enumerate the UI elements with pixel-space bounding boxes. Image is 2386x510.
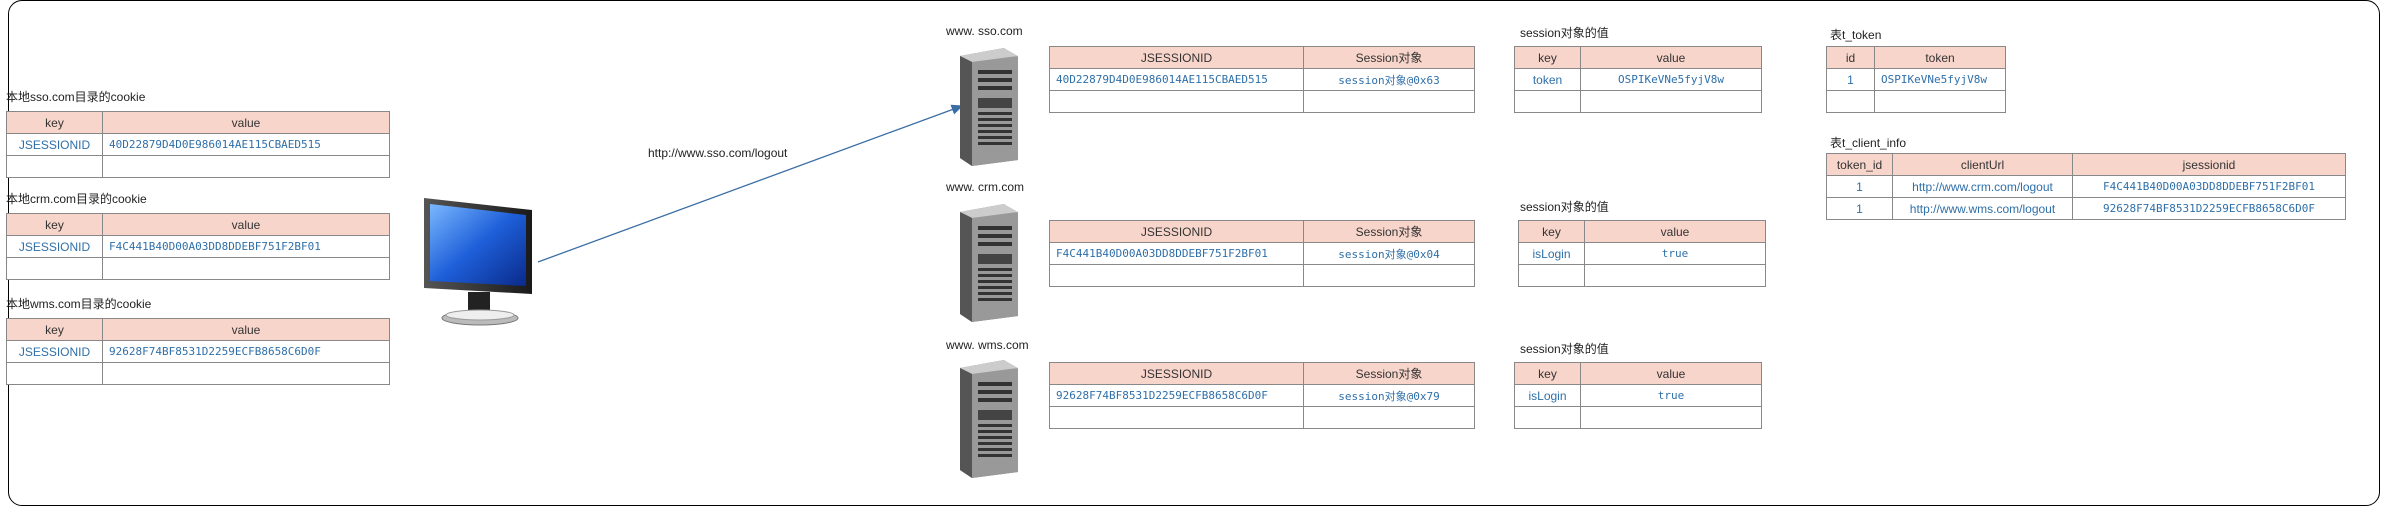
server-icon — [958, 46, 1020, 171]
value-title-sso: session对象的值 — [1520, 26, 1609, 40]
session-id: 92628F74BF8531D2259ECFB8658C6D0F — [1049, 384, 1304, 407]
header-jsessionid: jsessionid — [2072, 153, 2346, 176]
header-value: value — [1580, 46, 1762, 69]
empty-cell — [102, 257, 390, 280]
header-value: value — [102, 213, 390, 236]
session-id: 40D22879D4D0E986014AE115CBAED515 — [1049, 68, 1304, 91]
t-client-info-table: token_id clientUrl jsessionid 1 http://w… — [1826, 153, 2346, 220]
header-session: Session对象 — [1303, 362, 1475, 385]
server-icon — [958, 202, 1020, 327]
client-url-cell: http://www.crm.com/logout — [1892, 175, 2073, 198]
table-row: 1 http://www.crm.com/logout F4C441B40D00… — [1826, 175, 2346, 198]
host-wms: www. wms.com — [946, 338, 1029, 352]
cookie-key: JSESSIONID — [6, 235, 103, 258]
host-sso: www. sso.com — [946, 24, 1023, 38]
header-value: value — [1584, 220, 1766, 243]
cookie-value: F4C441B40D00A03DD8DDEBF751F2BF01 — [102, 235, 390, 258]
header-key: key — [1514, 362, 1581, 385]
header-key: key — [6, 318, 103, 341]
token-value: OSPIKeVNe5fyjV8w — [1874, 68, 2006, 91]
token-id-cell: 1 — [1826, 197, 1893, 220]
header-id: id — [1826, 46, 1875, 69]
empty-cell — [1514, 90, 1581, 113]
empty-cell — [1826, 90, 1875, 113]
value-value: true — [1584, 242, 1766, 265]
empty-cell — [1580, 406, 1762, 429]
empty-cell — [102, 362, 390, 385]
empty-cell — [1303, 90, 1475, 113]
token-id-cell: 1 — [1826, 175, 1893, 198]
header-session: Session对象 — [1303, 46, 1475, 69]
session-object: session对象@0x04 — [1303, 242, 1475, 265]
cookie-title-sso: 本地sso.com目录的cookie — [6, 90, 146, 104]
empty-cell — [1049, 264, 1304, 287]
session-object: session对象@0x79 — [1303, 384, 1475, 407]
t-token-title: 表t_token — [1830, 28, 1882, 42]
session-id: F4C441B40D00A03DD8DDEBF751F2BF01 — [1049, 242, 1304, 265]
value-title-crm: session对象的值 — [1520, 200, 1609, 214]
empty-cell — [6, 155, 103, 178]
value-value: OSPIKeVNe5fyjV8w — [1580, 68, 1762, 91]
cookie-value: 92628F74BF8531D2259ECFB8658C6D0F — [102, 340, 390, 363]
empty-cell — [6, 257, 103, 280]
empty-cell — [1584, 264, 1766, 287]
server-icon — [958, 358, 1020, 483]
token-id: 1 — [1826, 68, 1875, 91]
header-jsessionid: JSESSIONID — [1049, 362, 1304, 385]
header-value: value — [1580, 362, 1762, 385]
empty-cell — [1303, 406, 1475, 429]
t-client-info-title: 表t_client_info — [1830, 136, 1907, 150]
empty-cell — [1303, 264, 1475, 287]
value-key: token — [1514, 68, 1581, 91]
empty-cell — [1514, 406, 1581, 429]
header-token-id: token_id — [1826, 153, 1893, 176]
jsessionid-cell: F4C441B40D00A03DD8DDEBF751F2BF01 — [2072, 175, 2346, 198]
host-crm: www. crm.com — [946, 180, 1024, 194]
table-row: 1 http://www.wms.com/logout 92628F74BF85… — [1826, 197, 2346, 220]
header-client-url: clientUrl — [1892, 153, 2073, 176]
empty-cell — [1580, 90, 1762, 113]
header-key: key — [1514, 46, 1581, 69]
empty-cell — [1874, 90, 2006, 113]
header-session: Session对象 — [1303, 220, 1475, 243]
empty-cell — [1049, 406, 1304, 429]
value-value: true — [1580, 384, 1762, 407]
header-value: value — [102, 318, 390, 341]
header-key: key — [6, 213, 103, 236]
header-token: token — [1874, 46, 2006, 69]
edge-label: http://www.sso.com/logout — [648, 146, 788, 160]
header-jsessionid: JSESSIONID — [1049, 220, 1304, 243]
empty-cell — [102, 155, 390, 178]
empty-cell — [1518, 264, 1585, 287]
session-object: session对象@0x63 — [1303, 68, 1475, 91]
value-key: isLogin — [1518, 242, 1585, 265]
cookie-title-wms: 本地wms.com目录的cookie — [6, 297, 152, 311]
jsessionid-cell: 92628F74BF8531D2259ECFB8658C6D0F — [2072, 197, 2346, 220]
value-title-wms: session对象的值 — [1520, 342, 1609, 356]
value-key: isLogin — [1514, 384, 1581, 407]
cookie-key: JSESSIONID — [6, 340, 103, 363]
monitor-icon — [420, 196, 540, 333]
header-key: key — [1518, 220, 1585, 243]
empty-cell — [1049, 90, 1304, 113]
header-value: value — [102, 111, 390, 134]
header-jsessionid: JSESSIONID — [1049, 46, 1304, 69]
client-url-cell: http://www.wms.com/logout — [1892, 197, 2073, 220]
cookie-title-crm: 本地crm.com目录的cookie — [6, 192, 147, 206]
